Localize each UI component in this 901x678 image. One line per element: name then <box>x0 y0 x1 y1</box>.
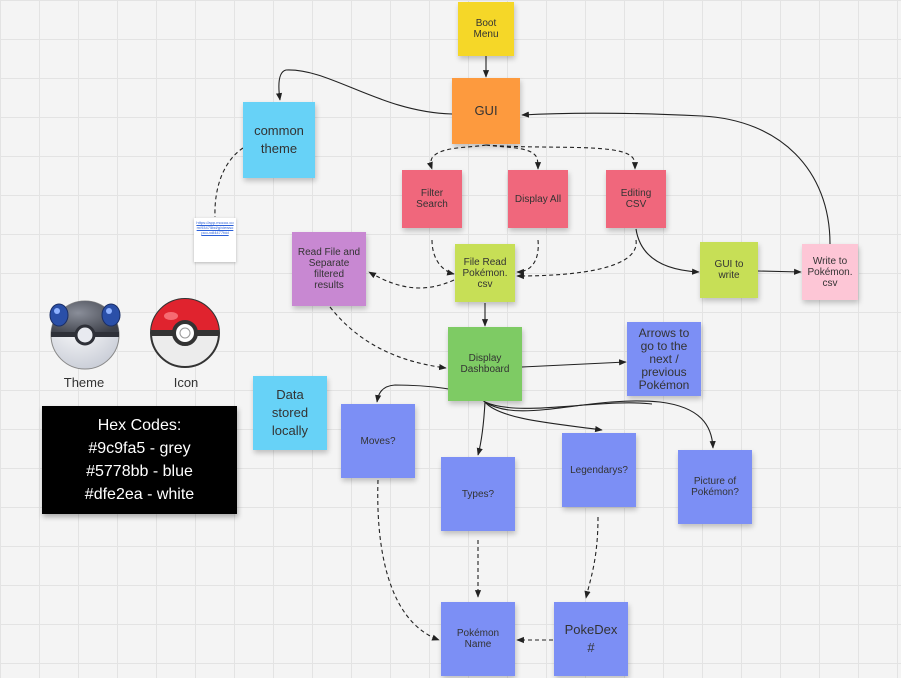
note-text: Types? <box>461 488 495 500</box>
edge-edit-fileread <box>516 239 637 280</box>
note-text: Editing CSV <box>620 188 652 210</box>
note-text: Write to Pokémon. csv <box>807 255 853 289</box>
edge-legend-pokedex <box>584 516 599 599</box>
note-text: Read File and Separate filtered results <box>297 247 361 291</box>
edge-moves-pname <box>377 479 440 641</box>
link-url[interactable]: https://app.mocoo.com/93475bd/g/viewsopc… <box>196 220 234 235</box>
hex-codes-title: Hex Codes: <box>97 417 182 434</box>
edge-fileread-read <box>368 271 455 289</box>
note-text: Data stored locally <box>271 387 309 438</box>
edge-gui-edit <box>485 144 639 170</box>
edge-dash-arrows <box>521 359 627 368</box>
edge-dash-cross <box>484 401 653 409</box>
note-text: Display All <box>514 193 562 205</box>
note-picture-of-pokemon[interactable]: Picture of Pokémon? <box>678 450 752 524</box>
note-moves[interactable]: Moves? <box>341 404 415 478</box>
note-text: Legendarys? <box>570 464 628 476</box>
note-text: File Read Pokémon. csv <box>462 256 508 290</box>
edge-filter-fileread <box>431 239 455 276</box>
note-types[interactable]: Types? <box>441 457 515 531</box>
note-common-theme[interactable]: common theme <box>243 102 315 178</box>
note-text: GUI <box>474 103 498 118</box>
note-data-stored-locally[interactable]: Data stored locally <box>253 376 327 450</box>
edge-read-dash <box>329 306 447 371</box>
note-text: GUI to write <box>714 259 744 281</box>
hex-code-white: #dfe2ea - white <box>84 486 195 503</box>
note-text: Display Dashboard <box>460 353 510 375</box>
edge-dash-types <box>476 401 486 456</box>
edge-dash-legend <box>484 401 603 433</box>
edge-edit-guiwrite <box>635 228 700 275</box>
edge-write-gui <box>521 111 831 245</box>
note-gui[interactable]: GUI <box>452 78 520 144</box>
theme-label: Theme <box>63 375 105 390</box>
note-file-read[interactable]: File Read Pokémon. csv <box>455 244 515 302</box>
note-write-to-csv[interactable]: Write to Pokémon. csv <box>802 244 858 300</box>
note-text: Picture of Pokémon? <box>691 476 739 498</box>
note-filter-search[interactable]: Filter Search <box>402 170 462 228</box>
note-display-dashboard[interactable]: Display Dashboard <box>448 327 522 401</box>
note-text: Pokémon Name <box>456 628 500 650</box>
edge-dispall-fileread <box>516 239 539 276</box>
edge-guiwrite-writeto <box>757 268 802 275</box>
icon-label: Icon <box>173 375 199 390</box>
great-ball-icon[interactable] <box>45 293 125 371</box>
note-text: Moves? <box>360 435 396 447</box>
note-arrows-navigation[interactable]: Arrows to go to the next / previous Poké… <box>627 322 701 396</box>
note-text: common theme <box>254 123 304 156</box>
note-boot-menu[interactable]: Boot Menu <box>458 2 514 56</box>
note-read-file[interactable]: Read File and Separate filtered results <box>292 232 366 306</box>
note-text: Filter Search <box>416 188 448 210</box>
edge-gui-filter <box>426 144 487 170</box>
hex-codes-card[interactable]: Hex Codes: #9c9fa5 - grey #5778bb - blue… <box>42 406 237 514</box>
note-editing-csv[interactable]: Editing CSV <box>606 170 666 228</box>
hex-code-blue: #5778bb - blue <box>86 463 193 480</box>
note-text: Boot Menu <box>473 18 499 40</box>
note-pokedex-number[interactable]: PokeDex # <box>554 602 628 676</box>
note-pokemon-name[interactable]: Pokémon Name <box>441 602 515 676</box>
note-text: Arrows to go to the next / previous Poké… <box>638 325 690 392</box>
edge-common-link <box>214 147 244 218</box>
note-legendarys[interactable]: Legendarys? <box>562 433 636 507</box>
note-gui-to-write[interactable]: GUI to write <box>700 242 758 298</box>
hex-code-grey: #9c9fa5 - grey <box>88 440 191 457</box>
link-preview-card[interactable]: https://app.mocoo.com/93475bd/g/viewsopc… <box>194 218 236 262</box>
note-display-all[interactable]: Display All <box>508 170 568 228</box>
pokeball-icon[interactable] <box>147 296 223 370</box>
note-text: PokeDex # <box>564 622 618 655</box>
edge-gui-dispall <box>485 144 542 170</box>
